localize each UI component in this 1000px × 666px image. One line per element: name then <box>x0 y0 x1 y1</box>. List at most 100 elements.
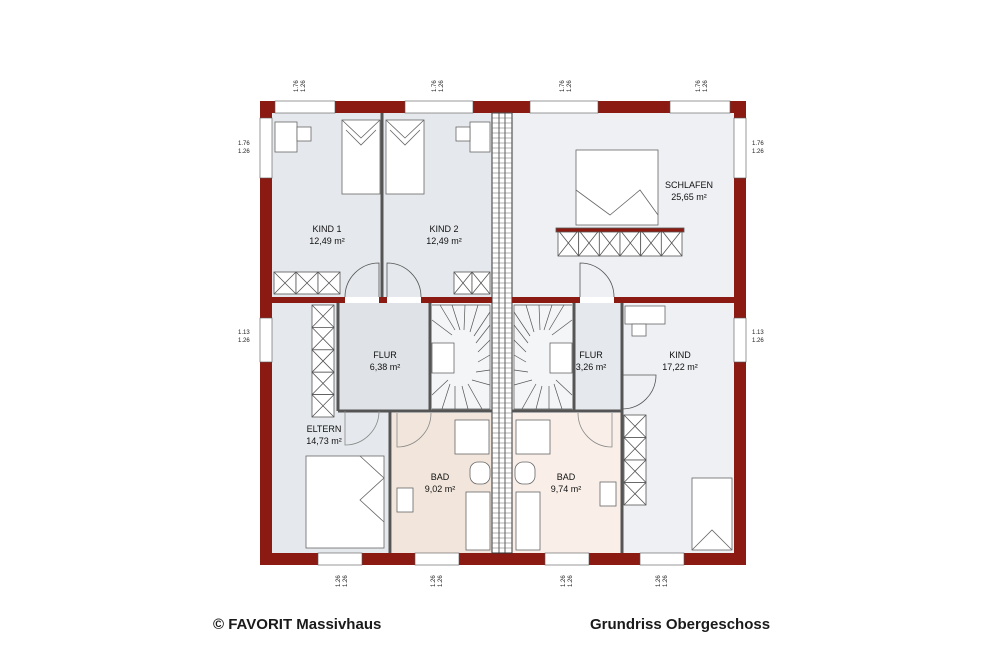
wardrobe-cross <box>311 327 335 351</box>
window-bottom-3 <box>544 552 590 566</box>
bathtub <box>465 491 491 551</box>
bed <box>691 477 733 551</box>
wardrobe-cross <box>317 271 341 295</box>
staircase-left <box>431 304 491 410</box>
room-area-schlafen: 25,65 m² <box>671 192 707 202</box>
dim-label: 1.26 <box>238 149 250 155</box>
toilet <box>469 461 491 485</box>
dim-label: 1.26 <box>431 575 437 587</box>
room-area-kind1: 12,49 m² <box>309 236 345 246</box>
stair-landing <box>431 342 455 374</box>
door-swing <box>396 412 432 448</box>
wardrobe-rail <box>555 227 685 233</box>
chair <box>631 323 647 337</box>
window-bottom-1 <box>317 552 363 566</box>
wall-h-right <box>512 297 734 303</box>
window-top-1 <box>274 100 336 114</box>
dim-label: 1.26 <box>561 575 567 587</box>
dim-label: 1.26 <box>703 80 709 92</box>
window-top-4 <box>669 100 731 114</box>
door-swing <box>344 262 380 298</box>
door-swing <box>344 410 380 446</box>
chair <box>296 126 312 142</box>
wardrobe-cross <box>640 229 662 257</box>
window-left-2 <box>259 317 273 363</box>
copyright-text: © FAVORIT Massivhaus <box>213 616 382 633</box>
doors <box>344 262 657 448</box>
wardrobe-cross <box>623 482 647 506</box>
room-name-flur1: FLUR <box>373 350 397 360</box>
room-labels: KIND 1 12,49 m² KIND 2 12,49 m² SCHLAFEN… <box>306 180 713 494</box>
stair-outline <box>432 304 491 410</box>
door-swing <box>621 374 657 410</box>
bed <box>341 119 381 195</box>
wardrobe-cross <box>578 229 600 257</box>
room-area-flur2: 3,26 m² <box>576 362 607 372</box>
dim-label: 1.26 <box>567 80 573 92</box>
wall-top <box>260 101 746 113</box>
bed-pillow <box>359 455 385 523</box>
partitions <box>336 113 624 553</box>
dim-label: 1.76 <box>560 80 566 92</box>
room-name-schlafen: SCHLAFEN <box>665 180 713 190</box>
bed-pillow <box>575 189 659 216</box>
chair <box>455 126 471 142</box>
door-swing <box>386 262 422 298</box>
dim-label: 1.26 <box>301 80 307 92</box>
wardrobe-cross <box>599 229 621 257</box>
wardrobe-cross <box>471 271 491 295</box>
room-area-eltern: 14,73 m² <box>306 436 342 446</box>
stair-steps <box>431 304 491 410</box>
bed-pillow <box>385 119 425 146</box>
window-top-2 <box>404 100 474 114</box>
window-right-2 <box>733 317 747 363</box>
dim-label: 1.26 <box>438 575 444 587</box>
dim-label: 1.13 <box>238 330 250 336</box>
room-name-kind: KIND <box>669 350 691 360</box>
interior-walls <box>272 297 734 303</box>
shower <box>454 419 490 455</box>
wardrobe-cross <box>311 304 335 328</box>
desk <box>624 305 666 325</box>
wardrobe-cross <box>311 349 335 373</box>
sink <box>599 481 617 507</box>
shower <box>515 419 551 455</box>
door-gap <box>580 297 614 303</box>
stair-landing <box>549 342 573 374</box>
wardrobes <box>273 227 685 506</box>
door-swing <box>577 412 613 448</box>
dim-label: 1.26 <box>568 575 574 587</box>
room-area-kind: 17,22 m² <box>662 362 698 372</box>
party-wall-hatch <box>492 112 512 549</box>
room-area-bad1: 9,02 m² <box>425 484 456 494</box>
door-swing <box>579 262 615 298</box>
wardrobe-cross <box>623 414 647 438</box>
room-name-bad1: BAD <box>431 472 450 482</box>
wall-bottom <box>260 553 746 565</box>
wardrobe-cross <box>661 229 683 257</box>
plan-caption: Grundriss Obergeschoss <box>590 616 771 633</box>
window-bottom-2 <box>414 552 460 566</box>
bathtub <box>515 491 541 551</box>
room-name-bad2: BAD <box>557 472 576 482</box>
floor-flur1 <box>338 303 430 411</box>
bed-pillow <box>691 529 733 551</box>
dim-label: 1.13 <box>752 330 764 336</box>
dim-label: 1.76 <box>432 80 438 92</box>
desk <box>274 121 298 153</box>
room-name-eltern: ELTERN <box>307 424 342 434</box>
wardrobe-cross <box>623 459 647 483</box>
wardrobe-cross <box>273 271 297 295</box>
stair-outline <box>513 304 572 410</box>
floor-flur2 <box>574 303 622 411</box>
bed-pillow <box>341 119 381 146</box>
wardrobe-cross <box>311 371 335 395</box>
wardrobe-cross <box>623 437 647 461</box>
room-name-flur2: FLUR <box>579 350 603 360</box>
window-top-3 <box>529 100 599 114</box>
room-area-flur1: 6,38 m² <box>370 362 401 372</box>
bed-double <box>305 455 385 549</box>
dim-label: 1.26 <box>343 575 349 587</box>
